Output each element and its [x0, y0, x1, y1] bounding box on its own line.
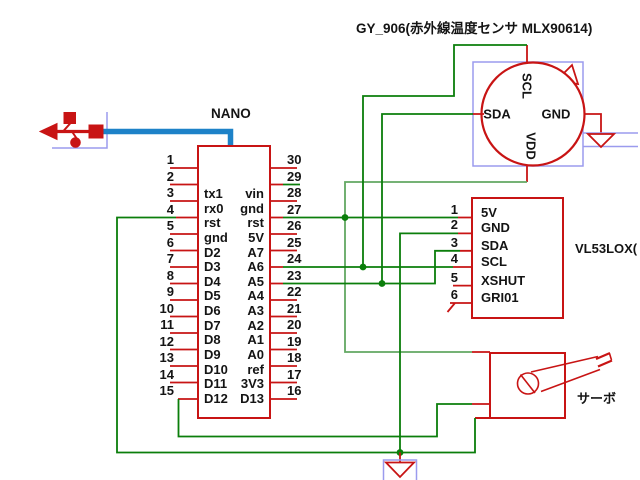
- nano-pin-number-right: 26: [287, 218, 302, 233]
- net-gnd[interactable]: [116, 216, 476, 454]
- nano-pin-number-left: 5: [166, 218, 174, 233]
- nano-pin-label-right: vin: [245, 186, 264, 201]
- vl53l0x-pin-stubs[interactable]: [446, 216, 473, 313]
- nano-pin-label-right: ref: [247, 361, 264, 377]
- net-servo-signal-d12[interactable]: [177, 399, 473, 438]
- gy906-pin-scl: SCL: [519, 73, 535, 99]
- gnd-symbol-right: [583, 132, 638, 149]
- nano-pin-label-right: A4: [247, 288, 264, 304]
- nano-pin-number-left: 15: [159, 383, 174, 398]
- gy906-pin-gnd: GND: [541, 106, 571, 121]
- nano-pin-number-left: 1: [166, 152, 174, 167]
- gy906-pin-vdd: VDD: [523, 132, 539, 160]
- nano-pin-number-right: 24: [287, 251, 302, 266]
- nano-pin-number-right: 23: [287, 267, 302, 283]
- nano-pin-label-left: rx0: [204, 200, 224, 216]
- nano-pin-label-right: rst: [247, 215, 264, 231]
- nano-pin-label-right: gnd: [240, 200, 264, 216]
- nano-pin-label-right: A3: [247, 303, 264, 319]
- nano-pin-number-left: 8: [166, 267, 174, 283]
- vl53-pin-label: 5V: [481, 204, 497, 220]
- gnd-symbol-bottom: [382, 452, 418, 480]
- nano-pin-label-left: D6: [204, 303, 221, 319]
- vl53l0x-box[interactable]: [471, 197, 564, 319]
- nano-pin-label-left: D3: [204, 259, 221, 275]
- nano-pin-number-right: 25: [287, 234, 302, 250]
- nano-pin-label-left: D2: [204, 244, 221, 260]
- nano-pin-number-right: 27: [287, 201, 302, 217]
- nano-pin-number-left: 10: [159, 300, 174, 316]
- nano-pin-label-right: A5: [247, 273, 264, 289]
- nano-pin-label-left: D10: [204, 361, 228, 377]
- nano-pin-number-right: 29: [287, 168, 302, 184]
- gy906-pin-sda: SDA: [483, 106, 511, 121]
- net-sda[interactable]: [283, 113, 473, 285]
- gy906-title: GY_906(赤外線温度センサ MLX90614): [356, 21, 593, 36]
- nano-title: NANO: [211, 106, 251, 121]
- nano-pin-number-left: 4: [166, 201, 174, 217]
- nano-pin-number-left: 6: [166, 234, 174, 250]
- nano-pin-number-right: 17: [287, 366, 302, 382]
- nano-pin-number-right: 30: [287, 152, 302, 167]
- nano-pin-number-right: 19: [287, 333, 302, 349]
- nano-right-pin-stubs[interactable]: [270, 167, 297, 400]
- nano-pin-label-right: 3V3: [240, 376, 264, 392]
- nano-pin-label-right: A2: [247, 317, 264, 333]
- vl53-pin-label: GND: [481, 220, 510, 236]
- nano-pin-number-right: 28: [287, 185, 302, 200]
- nano-pin-number-left: 7: [166, 251, 174, 266]
- vl53-pin-number: 5: [450, 269, 458, 285]
- nano-pin-label-left: tx1: [204, 186, 223, 201]
- vl53l0x-name: VL53LOX(: [575, 241, 638, 256]
- vl53-pin-label: XSHUT: [481, 272, 526, 288]
- gy906-pin-stubs[interactable]: [473, 45, 602, 182]
- nano-pin-label-left: D4: [204, 273, 221, 289]
- nano-pin-number-left: 2: [166, 168, 174, 184]
- nano-pin-label-left: D11: [204, 376, 228, 392]
- nano-pin-label-right: 5V: [248, 229, 264, 245]
- net-scl[interactable]: [283, 44, 527, 268]
- servo-symbol[interactable]: [475, 351, 613, 419]
- usb-frame: [52, 112, 108, 149]
- nano-pin-label-right: A6: [247, 259, 264, 275]
- nano-pin-label-left: rst: [204, 215, 221, 231]
- nano-pin-number-left: 3: [166, 185, 174, 200]
- vl53-pin-number: 1: [450, 201, 458, 217]
- nano-pin-number-right: 16: [287, 383, 302, 398]
- nano-pin-label-right: A1: [247, 332, 264, 348]
- nano-pin-number-right: 20: [287, 317, 302, 332]
- nano-pin-label-right: A7: [247, 244, 264, 260]
- nano-pin-label-left: D12: [204, 390, 228, 406]
- nano-pin-number-right: 18: [287, 350, 302, 365]
- nano-pin-number-right: 21: [287, 300, 302, 316]
- servo-name: サーボ: [577, 391, 617, 406]
- nano-pin-label-right: A0: [247, 347, 264, 363]
- nano-pin-label-left: D9: [204, 347, 221, 363]
- vl53-pin-label: SCL: [481, 254, 507, 269]
- nano-pin-label-left: D8: [204, 332, 221, 348]
- nano-pin-label-right: D13: [240, 390, 264, 406]
- nano-left-pin-stubs[interactable]: [170, 167, 198, 400]
- usb-connector-icon[interactable]: [38, 112, 104, 148]
- nano-pin-number-left: 12: [159, 333, 174, 349]
- vl53-pin-number: 3: [450, 234, 458, 250]
- nano-pin-label-left: gnd: [204, 229, 228, 245]
- vl53-pin-label: GRI01: [481, 290, 519, 305]
- usb-cable-wire[interactable]: [103, 128, 234, 147]
- servo-pin-stubs[interactable]: [472, 351, 490, 405]
- vl53-pin-number: 4: [450, 251, 458, 266]
- nano-pin-number-left: 11: [160, 317, 174, 332]
- nano-pin-label-left: D5: [204, 288, 221, 304]
- nano-pin-number-left: 13: [159, 350, 174, 365]
- nano-pin-number-right: 22: [287, 284, 302, 299]
- vl53-pin-number: 6: [450, 287, 458, 302]
- nano-pin-number-left: 9: [166, 284, 174, 299]
- nano-pin-label-left: D7: [204, 317, 221, 333]
- vl53-pin-number: 2: [450, 217, 458, 233]
- vl53-pin-label: SDA: [481, 237, 509, 253]
- nano-box[interactable]: [197, 145, 271, 419]
- junction-dots: [341, 214, 404, 456]
- nano-pin-number-left: 14: [159, 366, 174, 382]
